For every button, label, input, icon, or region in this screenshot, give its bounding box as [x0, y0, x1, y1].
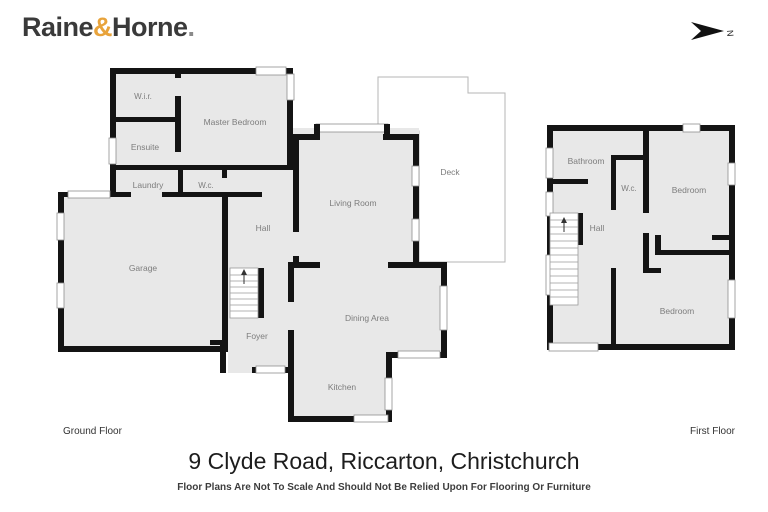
- ground-floor-windows: [56, 66, 448, 423]
- living-room-area: [293, 128, 419, 268]
- disclaimer-text: Floor Plans Are Not To Scale And Should …: [177, 482, 591, 493]
- room-label-garage: Garage: [129, 263, 158, 273]
- room-label-foyer: Foyer: [246, 331, 268, 341]
- logo-raine: Raine: [22, 12, 94, 42]
- room-label-deck: Deck: [440, 167, 460, 177]
- room-label-ensuite: Ensuite: [131, 142, 160, 152]
- compass-label: N: [725, 30, 736, 37]
- first-floor-label: First Floor: [690, 426, 736, 437]
- room-label-wir: W.i.r.: [134, 92, 152, 101]
- room-label-wc-first: W.c.: [621, 184, 637, 193]
- kitchen-area: [288, 332, 392, 422]
- room-label-master-bedroom: Master Bedroom: [204, 117, 267, 127]
- logo-ampersand: &: [93, 12, 113, 42]
- laundry-wc-area: [110, 165, 228, 197]
- raine-horne-logo: Raine&Horne.: [22, 12, 195, 43]
- room-label-hall-ground: Hall: [256, 223, 271, 233]
- room-label-bathroom: Bathroom: [568, 156, 605, 166]
- address-title: 9 Clyde Road, Riccarton, Christchurch: [188, 448, 580, 474]
- room-label-dining-area: Dining Area: [345, 313, 389, 323]
- ground-floor-room-areas: [58, 68, 447, 422]
- room-label-laundry: Laundry: [133, 180, 164, 190]
- room-label-hall-first: Hall: [590, 223, 605, 233]
- first-floor-stairs: [549, 212, 579, 306]
- ground-floor-stairs: [229, 267, 259, 319]
- room-label-wc-ground: W.c.: [198, 181, 214, 190]
- garage-area: [58, 197, 228, 352]
- logo-period: .: [187, 12, 196, 42]
- room-label-living-room: Living Room: [329, 198, 376, 208]
- ground-floor-plan: W.i.r. Ensuite Master Bedroom Laundry W.…: [56, 66, 506, 437]
- room-label-bedroom-top: Bedroom: [672, 185, 707, 195]
- room-label-kitchen: Kitchen: [328, 382, 357, 392]
- room-label-bedroom-bottom: Bedroom: [660, 306, 695, 316]
- master-block-area: [110, 68, 293, 165]
- north-arrow-icon: N: [691, 22, 735, 40]
- logo-horne: Horne: [112, 12, 188, 42]
- first-floor-plan: Bathroom W.c. Bedroom Hall Bedroom First…: [545, 123, 736, 437]
- first-floor-windows: [545, 123, 736, 352]
- ground-floor-label: Ground Floor: [63, 426, 123, 437]
